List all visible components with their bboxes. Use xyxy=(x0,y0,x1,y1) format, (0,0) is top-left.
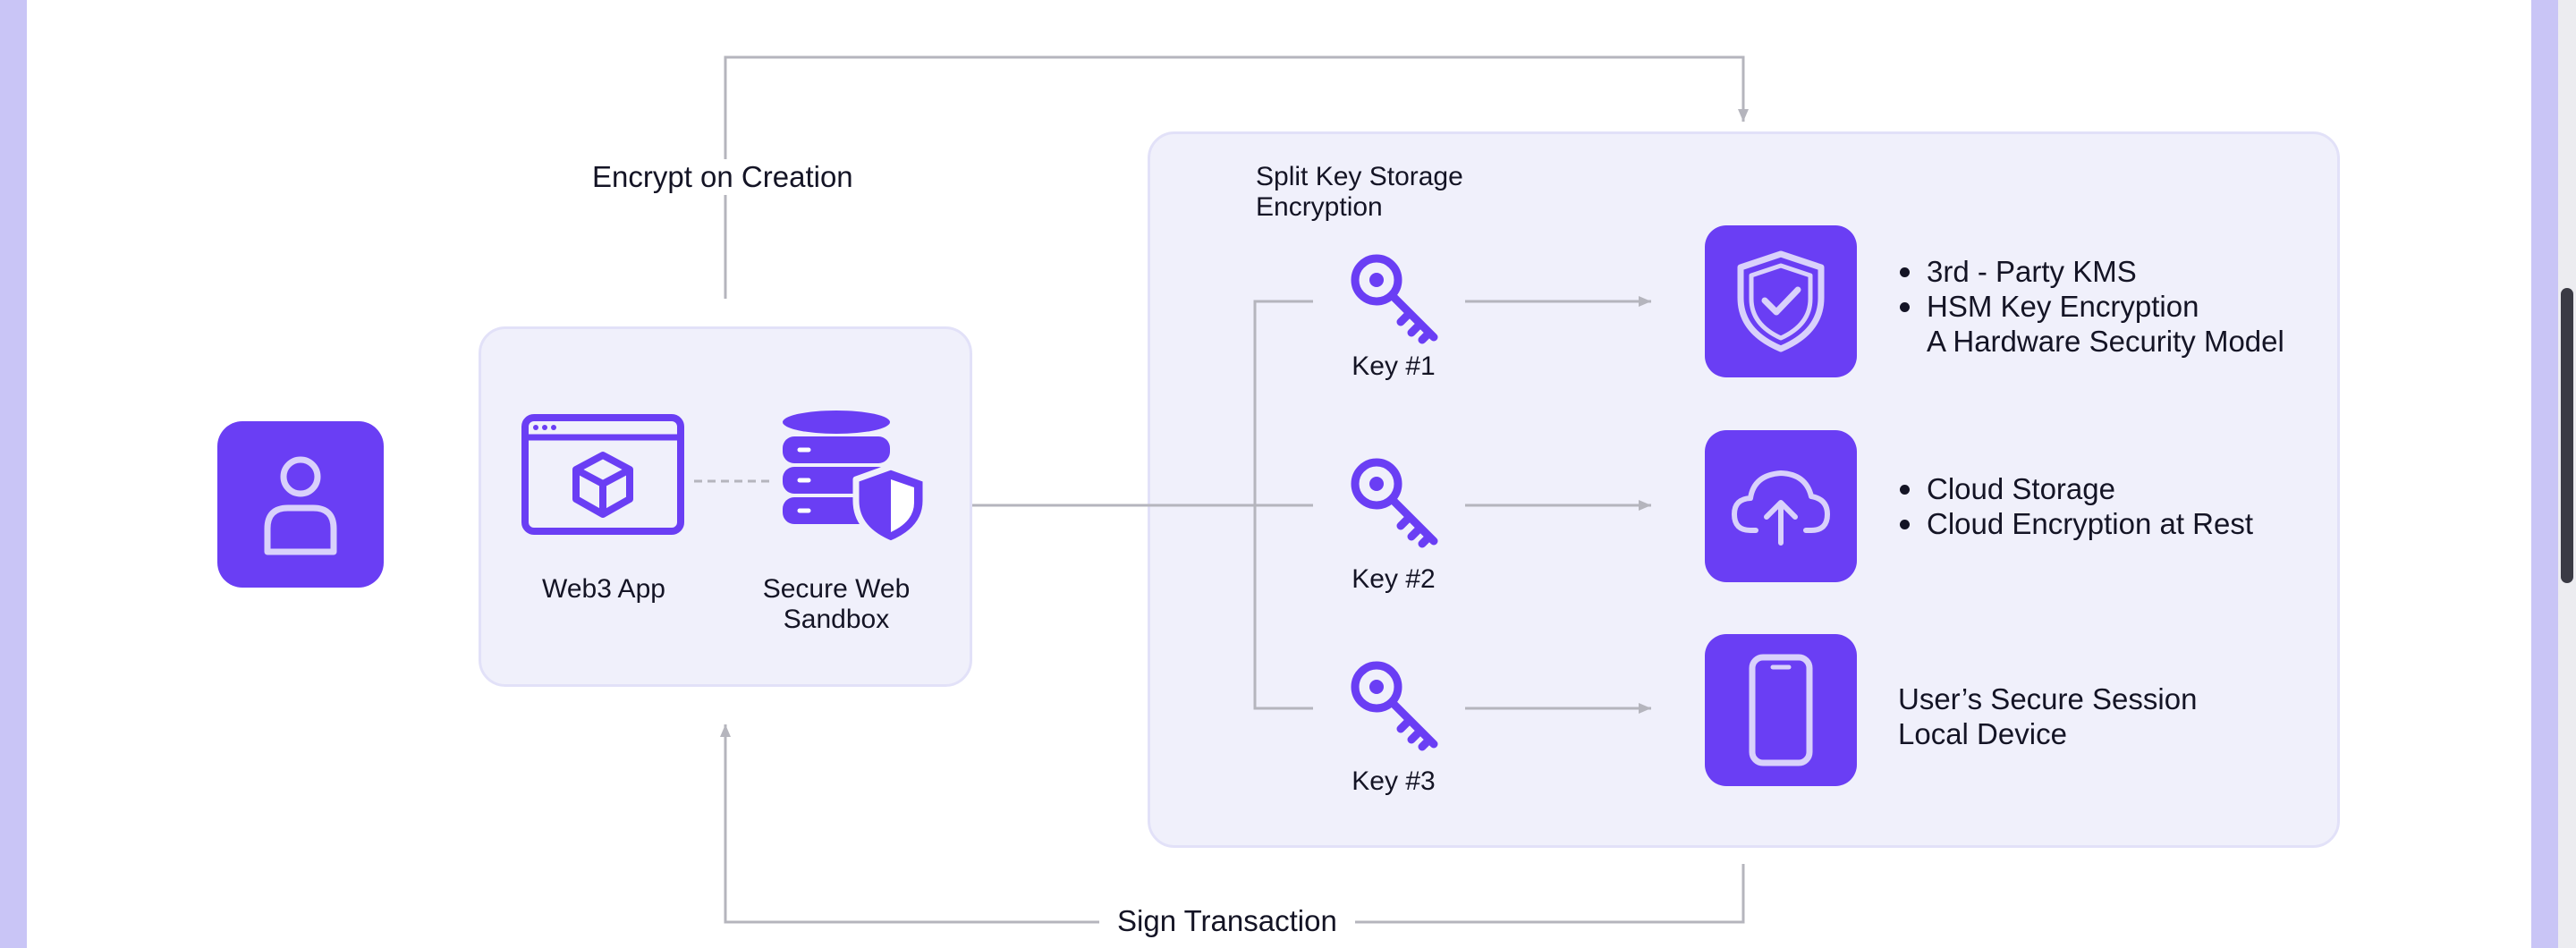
encrypt-on-creation-label: Encrypt on Creation xyxy=(574,159,871,195)
web3-app-label: Web3 App xyxy=(542,574,665,604)
key-1-label: Key #1 xyxy=(1352,351,1436,381)
database-shield-icon xyxy=(783,411,929,547)
cloud-details: Cloud Storage Cloud Encryption at Rest xyxy=(1898,471,2253,541)
key-2-label: Key #2 xyxy=(1352,564,1436,594)
cloud-storage-tile xyxy=(1705,430,1857,582)
device-details: User’s Secure Session Local Device xyxy=(1898,682,2198,750)
key-icon xyxy=(1351,458,1438,548)
sign-flow-line xyxy=(720,724,1745,924)
encrypt-flow-line xyxy=(724,55,1749,299)
sign-transaction-label: Sign Transaction xyxy=(1099,903,1355,939)
cloud-encryption-bullet: Cloud Encryption at Rest xyxy=(1898,506,2253,541)
key-icon xyxy=(1351,254,1438,344)
scrollbar-thumb[interactable] xyxy=(2561,288,2573,583)
user-icon xyxy=(264,456,337,555)
key-3-label: Key #3 xyxy=(1352,766,1436,796)
user-tile xyxy=(217,421,384,588)
secure-web-sandbox-label: Secure Web Sandbox xyxy=(762,574,911,634)
web3-app-icon xyxy=(521,414,684,535)
left-frame-border xyxy=(0,0,27,948)
cloud-upload-icon xyxy=(1732,470,1830,546)
key-icon xyxy=(1351,661,1438,751)
key-bracket xyxy=(1253,300,1313,710)
split-key-storage-title: Split Key Storage Encryption xyxy=(1256,162,1463,222)
kms-details: 3rd - Party KMS HSM Key Encryption xyxy=(1898,254,2199,324)
cloud-storage-bullet: Cloud Storage xyxy=(1898,471,2253,506)
kms-tile xyxy=(1705,225,1857,377)
local-device-tile xyxy=(1705,634,1857,786)
kms-bullet: 3rd - Party KMS xyxy=(1898,254,2199,289)
shield-check-icon xyxy=(1737,250,1825,352)
hsm-continuation: A Hardware Security Model xyxy=(1927,325,2284,358)
hsm-bullet: HSM Key Encryption xyxy=(1898,289,2199,324)
smartphone-icon xyxy=(1749,654,1813,766)
